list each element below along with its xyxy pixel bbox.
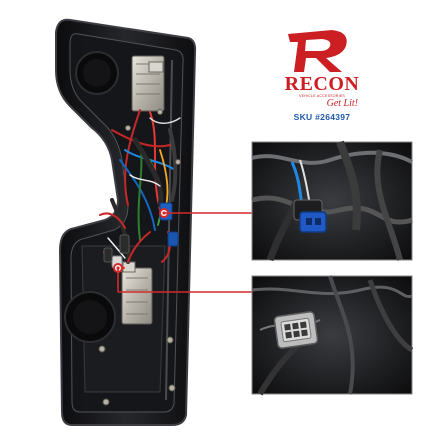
sku-label: SKU #264397 (293, 112, 351, 122)
connector-blue (159, 202, 179, 247)
inset-connector-white (251, 275, 414, 396)
brand-slogan: Get Lit! (326, 98, 358, 109)
callout-lines (117, 212, 272, 293)
wiring-harness (99, 109, 181, 269)
recon-logo-mark (288, 30, 347, 72)
brand-block: RECON VEHICLE ACCESSORIES Get Lit! SKU #… (272, 74, 372, 122)
inset-connector-blue (251, 140, 413, 262)
screws (98, 109, 181, 406)
brand-tagline: VEHICLE ACCESSORIES (299, 94, 345, 98)
brand-name: RECON (284, 73, 360, 95)
connector-white (111, 255, 123, 273)
resistor-upper (131, 55, 165, 112)
resistor-lower (121, 261, 153, 325)
